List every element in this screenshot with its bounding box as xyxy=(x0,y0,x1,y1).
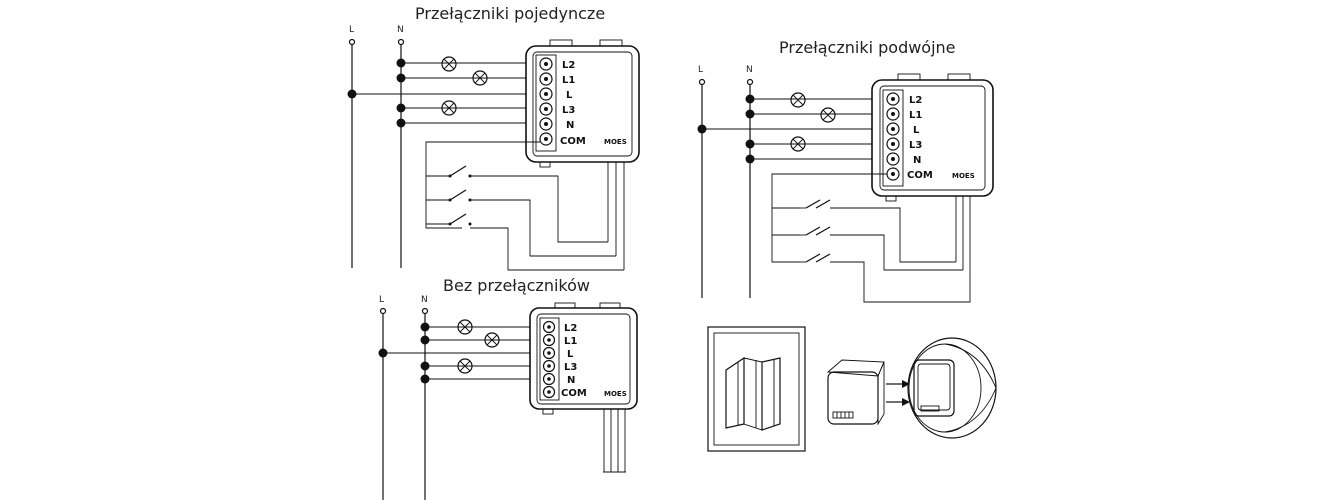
terminal-label: L1 xyxy=(564,336,577,347)
relay-module-icon: L2 L1 L L3 N COM MOES xyxy=(529,302,638,415)
terminal-label: N xyxy=(566,120,574,131)
terminal-label: L2 xyxy=(562,60,575,71)
diagram-title-single: Przełączniki pojedyncze xyxy=(415,4,605,23)
terminal-label: L2 xyxy=(564,323,577,334)
lamp-icon xyxy=(457,319,473,335)
lamp-icon xyxy=(820,107,836,123)
terminal-label: L1 xyxy=(562,75,575,86)
rail-label-l: L xyxy=(698,65,703,75)
relay-module-icon: L2 L1 L L3 N COM MOES xyxy=(525,39,640,168)
diagram-single-switches: Przełączniki pojedyncze L N xyxy=(347,4,640,271)
terminal-label: L xyxy=(567,349,574,360)
lamp-icon xyxy=(790,136,806,152)
switch-icon xyxy=(800,199,852,209)
terminal-label: L1 xyxy=(909,110,922,121)
switch-icon xyxy=(448,189,472,202)
lamp-icon xyxy=(441,100,457,116)
diagram-double-switches: Przełączniki podwójne L N xyxy=(697,38,994,303)
wall-box-icon xyxy=(907,337,997,439)
terminal-label: COM xyxy=(560,136,586,147)
lamp-icon xyxy=(472,70,488,86)
lamp-icon xyxy=(457,358,473,374)
terminal-label: COM xyxy=(561,388,587,399)
terminal-label: L xyxy=(566,90,573,101)
switch-icon xyxy=(800,226,852,236)
terminal-label: N xyxy=(913,155,921,166)
diagram-no-switches: Bez przełączników L N xyxy=(378,276,638,500)
terminal-label: L2 xyxy=(909,95,922,106)
terminal-label: L3 xyxy=(909,140,922,151)
relay-module-icon xyxy=(826,359,885,426)
brand-logo: MOES xyxy=(604,138,627,146)
brand-logo: MOES xyxy=(604,390,627,398)
rail-label-n: N xyxy=(746,65,753,75)
installation-illustration xyxy=(707,326,997,452)
rail-terminal-l xyxy=(348,38,356,46)
brand-logo: MOES xyxy=(952,172,975,180)
terminal-label: COM xyxy=(907,170,933,181)
switch-icon xyxy=(448,213,472,226)
diagram-title-double: Przełączniki podwójne xyxy=(779,38,956,57)
terminal-label: N xyxy=(567,375,575,386)
rail-label-l: L xyxy=(379,295,384,305)
rail-label-n: N xyxy=(421,295,428,305)
wall-switch-icon xyxy=(707,326,806,452)
lamp-icon xyxy=(441,56,457,72)
terminal-label: L xyxy=(913,125,920,136)
rail-label-l: L xyxy=(349,25,354,35)
lamp-icon xyxy=(790,92,806,108)
rail-label-n: N xyxy=(397,25,404,35)
switch-icon xyxy=(800,253,852,263)
lamp-icon xyxy=(484,332,500,348)
diagram-title-none: Bez przełączników xyxy=(443,276,590,295)
relay-module-icon: L2 L1 L L3 N COM MOES xyxy=(871,73,994,202)
terminal-label: L3 xyxy=(564,362,577,373)
rail-terminal-n xyxy=(397,38,405,46)
switch-icon xyxy=(448,165,472,178)
terminal-label: L3 xyxy=(562,105,575,116)
